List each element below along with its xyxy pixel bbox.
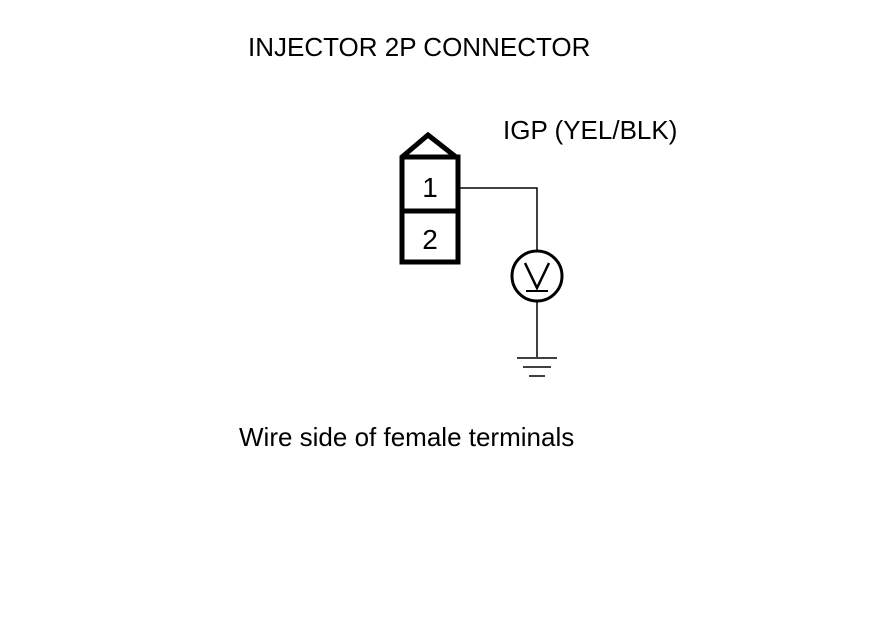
diagram-title: INJECTOR 2P CONNECTOR [248,32,591,62]
diagram-caption: Wire side of female terminals [239,422,575,452]
ground-icon [517,357,557,377]
wire-label-igp: IGP (YEL/BLK) [503,115,678,145]
terminal-1-label: 1 [422,172,438,203]
voltmeter-symbol [510,249,564,303]
voltmeter-v-glyph [523,262,551,291]
wire-igp [458,187,538,251]
voltmeter-circle [510,249,564,303]
terminal-2-label: 2 [422,224,438,255]
connector-2p: 1 2 [399,131,461,265]
